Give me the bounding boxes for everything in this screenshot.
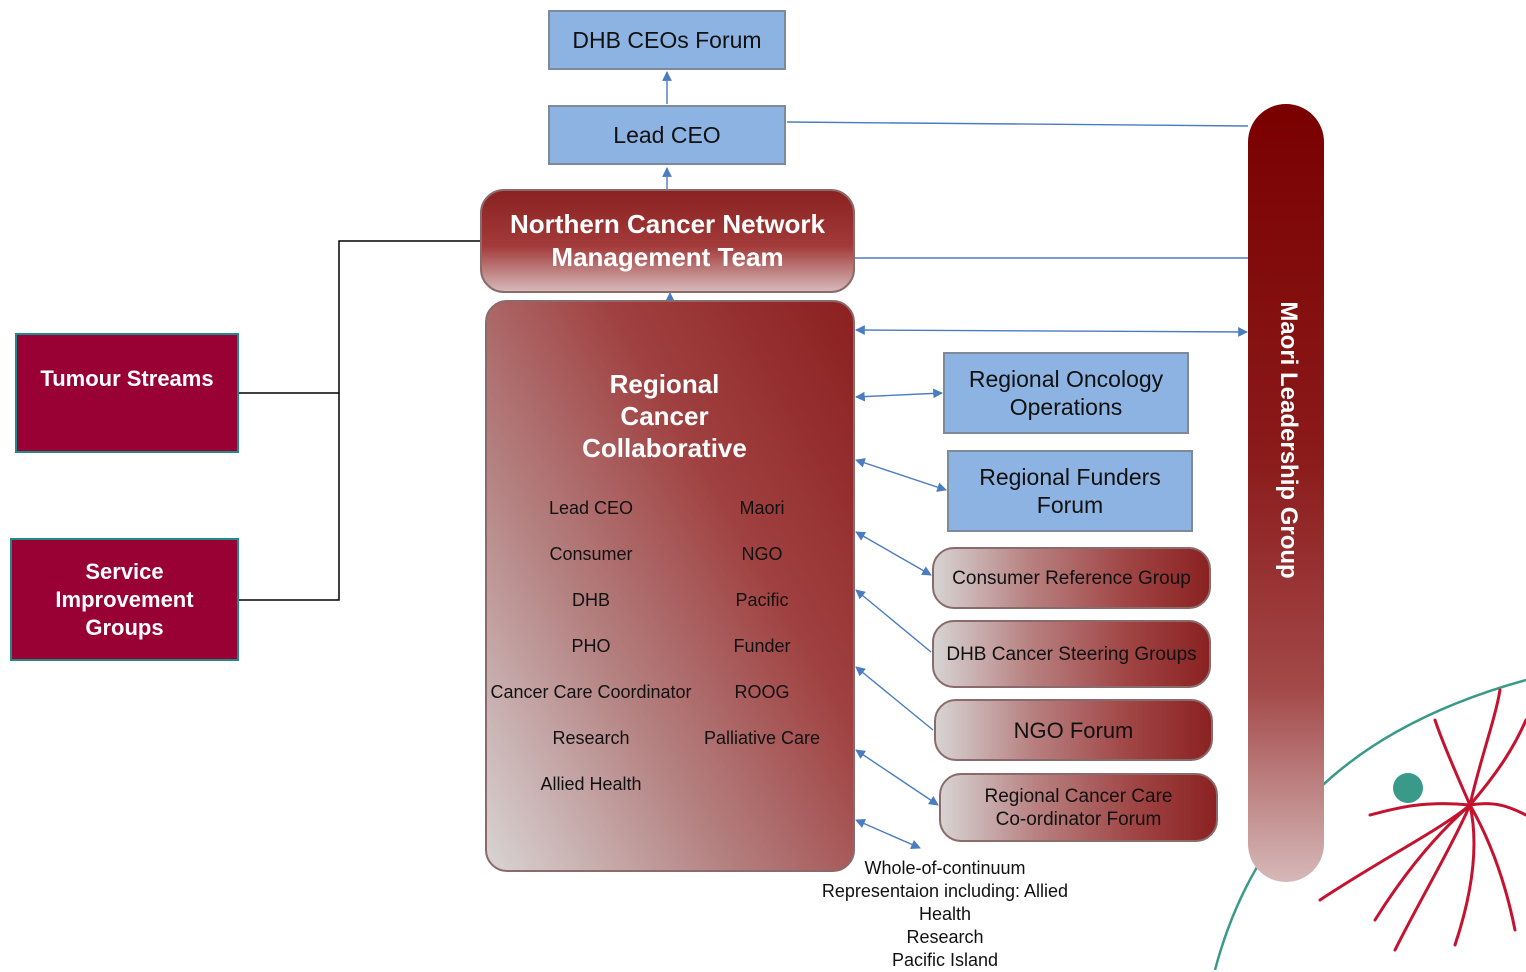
collaborative-title-line3: Collaborative	[582, 433, 747, 463]
sig-line2: Improvement	[55, 586, 194, 612]
regional-funders-forum-label: Regional Funders Forum	[979, 464, 1161, 518]
consumer-reference-group-label: Consumer Reference Group	[952, 567, 1191, 589]
management-team-line2: Management Team	[551, 242, 784, 272]
ngo-forum-label: NGO Forum	[1013, 717, 1134, 743]
tumour-streams-box: Tumour Streams	[15, 333, 239, 453]
dhb-ceos-forum-label: DHB CEOs Forum	[572, 27, 762, 53]
service-improvement-groups-box: Service Improvement Groups	[10, 538, 239, 661]
member-left: Consumer	[549, 544, 633, 564]
logo-graphic	[1213, 678, 1526, 970]
rco-line1: Regional Oncology	[968, 366, 1164, 392]
management-team-box: Northern Cancer Network Management Team	[480, 189, 855, 293]
maori-leadership-pillar	[1248, 104, 1324, 882]
regional-oncology-operations-box: Regional Oncology Operations	[943, 352, 1189, 434]
management-team-line1: Northern Cancer Network	[510, 209, 825, 239]
note-line1: Whole-of-continuum	[864, 858, 1026, 878]
member-left: PHO	[571, 636, 611, 656]
collaborative-title: Regional Cancer Collaborative	[487, 368, 842, 464]
dhb-cancer-steering-groups-label: DHB Cancer Steering Groups	[946, 643, 1197, 665]
member-left: Allied Health	[540, 774, 642, 794]
member-left: Research	[552, 728, 630, 748]
rccf-line2: Co-ordinator Forum	[995, 808, 1162, 830]
dhb-cancer-steering-groups-box: DHB Cancer Steering Groups	[932, 620, 1211, 688]
ngo-forum-box: NGO Forum	[934, 699, 1213, 761]
member-right: ROOG	[734, 682, 790, 702]
regional-funders-forum-box: Regional Funders Forum	[947, 450, 1193, 532]
member-right: Pacific	[735, 590, 789, 610]
tumour-streams-label: Tumour Streams	[40, 366, 214, 391]
member-right: Funder	[733, 636, 791, 656]
note-line5: Pacific Island	[891, 950, 999, 970]
note-line3: Health	[918, 904, 972, 924]
note-line2: Representaion including: Allied	[821, 881, 1069, 901]
member-left: Lead CEO	[548, 498, 634, 518]
member-right: Palliative Care	[703, 728, 821, 748]
note-line4: Research	[906, 927, 984, 947]
lead-ceo-box: Lead CEO	[548, 105, 786, 165]
dhb-ceos-forum-box: DHB CEOs Forum	[548, 10, 786, 70]
regional-cancer-care-coordinator-forum-box: Regional Cancer Care Co-ordinator Forum	[939, 773, 1218, 842]
consumer-reference-group-box: Consumer Reference Group	[932, 547, 1211, 609]
maori-leadership-label: Maori Leadership Group	[1275, 301, 1302, 579]
sig-line3: Groups	[85, 614, 164, 640]
regional-cancer-collaborative-box: Regional Cancer Collaborative	[485, 300, 855, 872]
member-left: DHB	[571, 590, 611, 610]
member-right: Maori	[739, 498, 785, 518]
rccf-line1: Regional Cancer Care	[984, 785, 1173, 807]
rco-line2: Operations	[1009, 394, 1123, 420]
lead-ceo-label: Lead CEO	[613, 122, 721, 148]
continuum-representation-note: Whole-of-continuum Representaion includi…	[815, 857, 1075, 972]
collaborative-title-line1: Regional	[609, 369, 720, 399]
collaborative-title-line2: Cancer	[620, 401, 709, 431]
member-left: Cancer Care Coordinator	[490, 682, 692, 702]
sig-line1: Service	[85, 558, 164, 584]
member-right: NGO	[741, 544, 783, 564]
